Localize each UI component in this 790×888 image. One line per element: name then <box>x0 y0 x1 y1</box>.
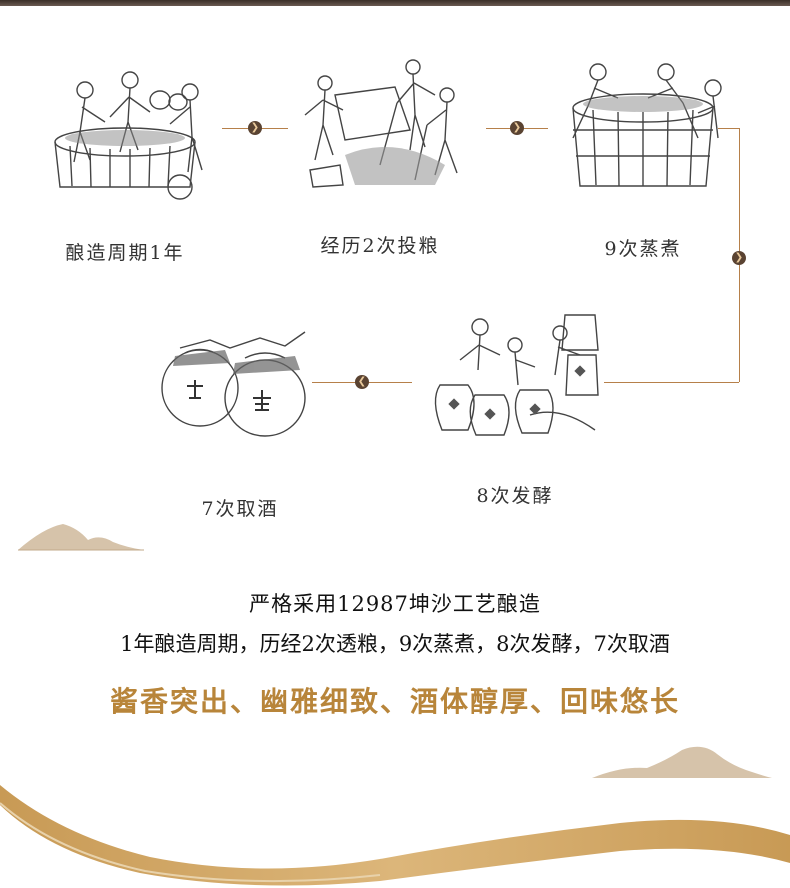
step-label: 7次取酒 <box>201 498 279 520</box>
step-brewing-cycle: 酿造周期1年 <box>30 62 220 265</box>
wave-decoration <box>0 785 790 886</box>
arrow-left-icon: ❮ <box>355 375 369 389</box>
workers-with-jars-icon <box>434 314 599 436</box>
step-label: 经历2次投粮 <box>320 235 440 257</box>
top-border <box>0 0 790 6</box>
step-label: 9次蒸煮 <box>604 238 682 260</box>
workers-stirring-grain-icon <box>54 71 203 200</box>
workers-steaming-vat-icon <box>572 63 722 187</box>
step-grain-feeding: 经历2次投粮 <box>285 55 475 258</box>
step-steaming: 9次蒸煮 <box>548 58 738 261</box>
summary-line-taste: 酱香突出、幽雅细致、酒体醇厚、回味悠长 <box>109 685 680 718</box>
arrow-right-icon: ❯ <box>248 121 262 135</box>
summary-line-process: 严格采用12987坤沙工艺酿造 <box>249 592 541 616</box>
connector-line <box>604 382 739 383</box>
summary-line-steps: 1年酿造周期，历经2次透粮，9次蒸煮，8次发酵，7次取酒 <box>120 632 670 656</box>
step-label: 8次发酵 <box>476 485 554 507</box>
mountain-decoration-right <box>592 746 772 778</box>
connector-line <box>718 128 739 129</box>
liquor-jars-icon <box>161 331 306 437</box>
arrow-down-icon: ❯ <box>732 251 746 265</box>
step-fermentation: 8次发酵 <box>420 305 610 508</box>
arrow-right-icon: ❯ <box>510 121 524 135</box>
workers-shoveling-grain-icon <box>304 59 458 188</box>
step-label: 酿造周期1年 <box>65 242 185 264</box>
step-liquor-extraction: 7次取酒 <box>145 318 335 521</box>
mountain-decoration-left <box>18 524 144 551</box>
